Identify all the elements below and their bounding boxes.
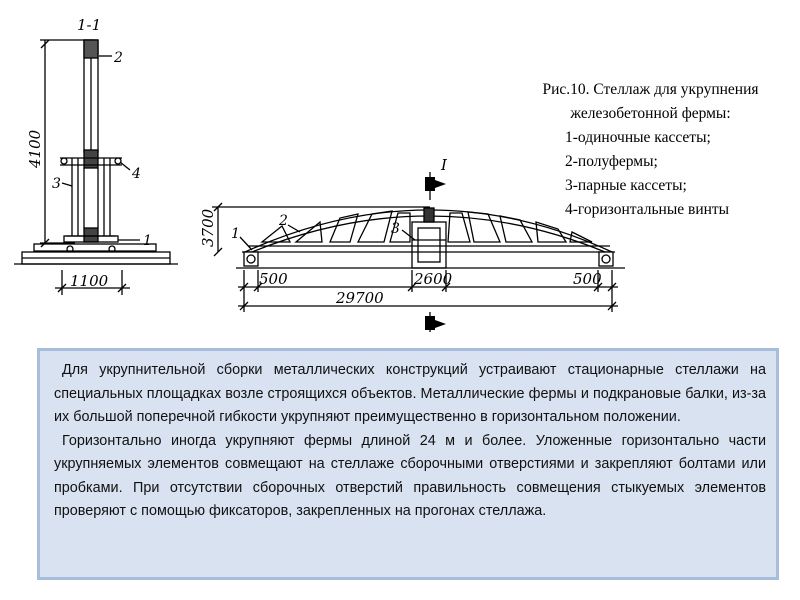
caption-item-3: 3-парные кассеты; xyxy=(565,177,687,194)
caption-title-line2: железобетонной фермы: xyxy=(570,105,731,122)
paragraph-1: Для укрупнительной сборки металлических … xyxy=(54,362,766,425)
technical-drawing: 1-1 2 4 3 1 4100 1100 I 3700 1 2 3 500 2… xyxy=(14,16,625,332)
caption-title-line1: Рис.10. Стеллаж для укрупнения xyxy=(542,81,759,98)
cut-arrow-top-head xyxy=(435,180,446,188)
cut-arrow-bottom-head xyxy=(435,320,446,328)
cut-mark-top: I xyxy=(440,156,448,174)
section-label: 1-1 xyxy=(77,16,101,34)
caption-item-1: 1-одиночные кассеты; xyxy=(565,129,711,146)
dim-500-left: 500 xyxy=(259,270,288,288)
cut-arrow-bottom xyxy=(425,316,435,330)
dim-4100: 4100 xyxy=(26,129,44,169)
label-4: 4 xyxy=(131,166,141,182)
label-2-left: 2 xyxy=(113,50,123,66)
label-3-right: 3 xyxy=(391,221,400,237)
cut-arrow-top xyxy=(425,177,435,191)
figure-caption: Рис.10. Стеллаж для укрупнения железобет… xyxy=(508,78,793,222)
label-1-left: 1 xyxy=(143,233,152,249)
dim-2600: 2600 xyxy=(413,270,453,288)
label-1-right: 1 xyxy=(231,226,240,242)
caption-item-4: 4-горизонтальные винты xyxy=(565,201,730,218)
label-2-right: 2 xyxy=(278,213,288,229)
label-3-left: 3 xyxy=(52,176,61,192)
dim-29700: 29700 xyxy=(335,289,384,307)
dim-500-right: 500 xyxy=(573,270,602,288)
dim-3700: 3700 xyxy=(199,208,217,247)
section-view xyxy=(14,39,178,295)
dim-1100: 1100 xyxy=(70,272,109,290)
caption-item-2: 2-полуфермы; xyxy=(565,153,658,170)
text-box: Для укрупнительной сборки металлических … xyxy=(37,348,779,580)
paragraph-2: Горизонтально иногда укрупняют фермы дли… xyxy=(54,432,766,520)
